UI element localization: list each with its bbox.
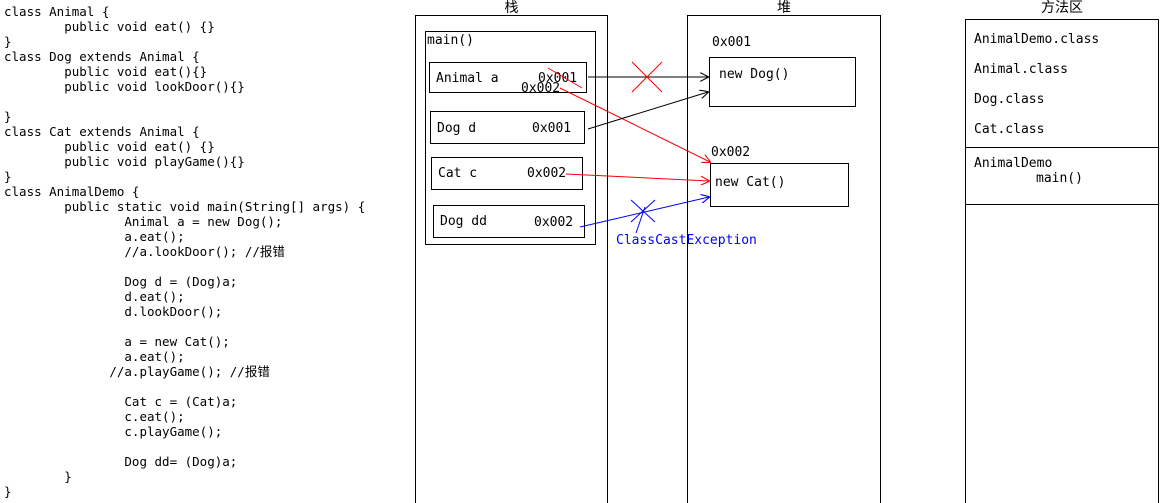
heap-object-address: 0x001 (712, 35, 752, 50)
heap-object-label: new Cat() (715, 175, 786, 190)
code-line: c.eat(); (4, 409, 185, 424)
class-entry: Animal.class (974, 62, 1068, 77)
code-line: Animal a = new Dog(); (4, 214, 283, 229)
heap-column (687, 15, 881, 503)
var-name: Dog d (437, 121, 477, 136)
heap-object-dog (709, 57, 856, 107)
code-line: a.eat(); (4, 349, 185, 364)
var-name: Cat c (438, 166, 478, 181)
heap-object-label: new Dog() (719, 67, 790, 82)
var-address: 0x002 (534, 215, 574, 230)
code-line: //a.lookDoor(); //报错 (4, 244, 285, 259)
var-name: Animal a (436, 71, 499, 86)
heap-title: 堆 (777, 0, 791, 16)
exception-label: ClassCastException (616, 233, 757, 248)
code-line: public void eat() {} (4, 139, 215, 154)
var-name: Dog dd (440, 214, 487, 229)
code-line: public void eat(){} (4, 64, 208, 79)
code-line: a.eat(); (4, 229, 185, 244)
code-line: } (4, 169, 12, 184)
code-line: } (4, 109, 12, 124)
cross-mark (630, 199, 656, 223)
code-line: } (4, 484, 12, 499)
source-code: class Animal { public void eat() {} } cl… (4, 4, 365, 499)
class-entry: AnimalDemo.class (974, 32, 1100, 47)
code-line: class Animal { (4, 4, 110, 19)
code-line: c.playGame(); (4, 424, 223, 439)
code-line: public void playGame(){} (4, 154, 245, 169)
code-line: } (4, 469, 72, 484)
method-code-class: AnimalDemo (974, 156, 1053, 171)
code-line: //a.playGame(); //报错 (4, 364, 270, 379)
code-line: Dog dd= (Dog)a; (4, 454, 238, 469)
heap-object-cat (710, 163, 849, 207)
code-line: Cat c = (Cat)a; (4, 394, 238, 409)
stack-var-cat-c (431, 157, 583, 190)
method-code-block (965, 147, 1159, 205)
code-line: class Cat extends Animal { (4, 124, 200, 139)
code-line: class Dog extends Animal { (4, 49, 200, 64)
code-line: class AnimalDemo { (4, 184, 140, 199)
method-code-method: main() (1036, 171, 1083, 186)
var-address: 0x002 (527, 166, 567, 181)
code-line: d.eat(); (4, 289, 185, 304)
cross-mark (630, 199, 656, 223)
code-line: public static void main(String[] args) { (4, 199, 366, 214)
cross-mark (631, 61, 663, 93)
var-address: 0x001 (532, 121, 572, 136)
code-line: public void eat() {} (4, 19, 215, 34)
stack-column (415, 15, 608, 503)
cross-mark (631, 61, 663, 93)
method-area-title: 方法区 (1041, 0, 1083, 16)
code-line: public void lookDoor(){} (4, 79, 245, 94)
class-entry: Dog.class (974, 92, 1045, 107)
var-overlay-address: 0x002 (521, 81, 561, 96)
code-line: Dog d = (Dog)a; (4, 274, 238, 289)
code-line: d.lookDoor(); (4, 304, 223, 319)
method-area-column (965, 19, 1159, 503)
heap-object-address: 0x002 (711, 145, 751, 160)
stack-var-animal-a (429, 62, 587, 93)
code-line: a = new Cat(); (4, 334, 230, 349)
exception-pointer (635, 206, 646, 234)
code-line: } (4, 34, 12, 49)
main-frame-label: main() (427, 33, 474, 48)
stack-title: 栈 (504, 0, 519, 16)
class-entry: Cat.class (974, 122, 1045, 137)
